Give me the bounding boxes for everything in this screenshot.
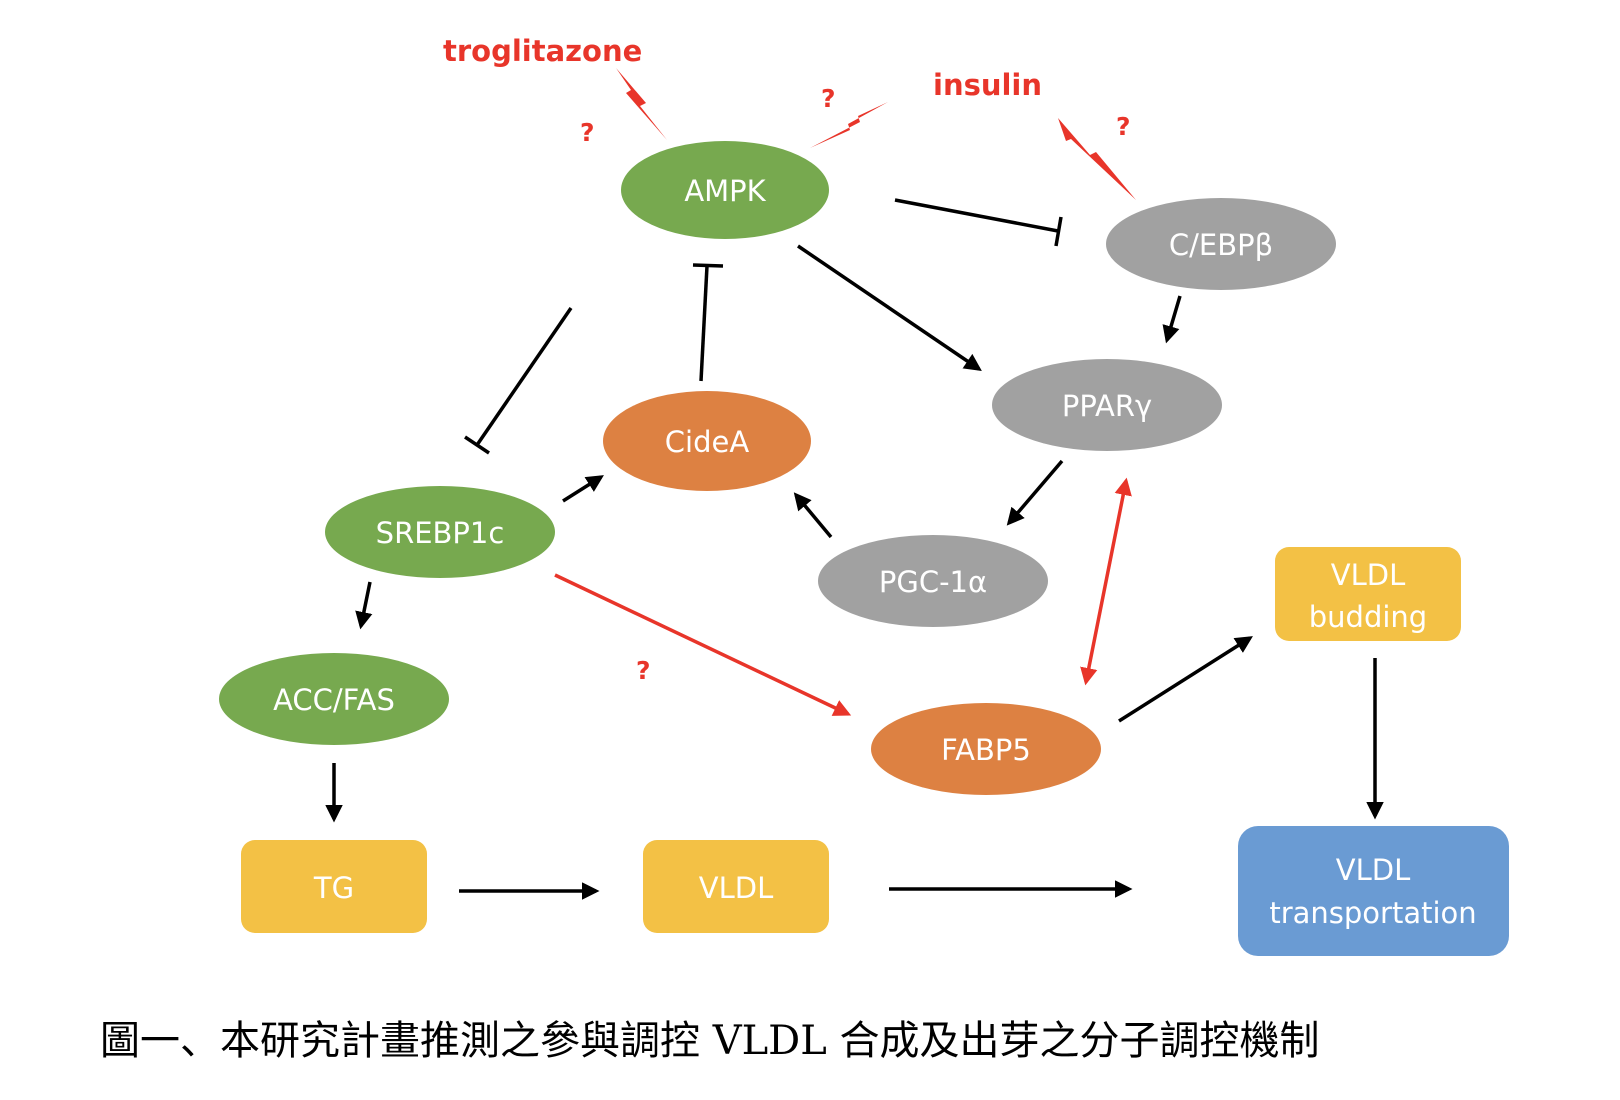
node-ppary-label: PPARγ xyxy=(1062,389,1152,423)
edge-srebp1c-to-accfas xyxy=(355,581,373,630)
troglitazone-bolt-icon xyxy=(616,68,667,140)
edge-ampk-inhibits-srebp1c xyxy=(475,307,573,446)
node-vldl-label: VLDL xyxy=(699,871,773,905)
node-vldl-transportation: VLDL transportation xyxy=(1238,826,1509,956)
node-cebpb: C/EBPβ xyxy=(1106,198,1336,290)
edge-ampk-inhibits-srebp1c-bar xyxy=(464,435,490,455)
node-ampk: AMPK xyxy=(621,141,829,239)
question-mark-1: ? xyxy=(580,118,595,147)
question-mark-4: ? xyxy=(636,656,651,685)
node-cidea-label: CideA xyxy=(665,425,750,459)
figure-caption: 圖一、本研究計畫推測之參與調控 VLDL 合成及出芽之分子調控機制 xyxy=(100,1018,1320,1064)
node-ampk-label: AMPK xyxy=(684,174,766,208)
edge-ppary-fabp5-bidirectional xyxy=(1080,477,1132,686)
node-cidea: CideA xyxy=(603,391,811,491)
edge-ampk-to-ppary xyxy=(797,244,982,371)
question-mark-2: ? xyxy=(821,84,836,113)
node-tg: TG xyxy=(241,840,427,933)
edge-ppary-to-pgc1a xyxy=(1006,459,1064,526)
node-pgc1a: PGC-1α xyxy=(818,535,1048,627)
node-vldl-budding-line2: budding xyxy=(1309,600,1427,634)
edge-ampk-inhibits-cebpb xyxy=(894,198,1059,233)
node-vldl-transportation-line1: VLDL xyxy=(1336,853,1410,887)
node-vldl-transportation-line2: transportation xyxy=(1269,896,1476,930)
node-accfas-label: ACC/FAS xyxy=(273,683,395,717)
edge-cidea-inhibits-ampk-bar xyxy=(692,263,724,268)
node-fabp5-label: FABP5 xyxy=(941,733,1031,767)
question-mark-3: ? xyxy=(1116,112,1131,141)
edge-cebpb-to-ppary xyxy=(1162,295,1182,344)
edge-cidea-inhibits-ampk xyxy=(699,265,709,382)
insulin-label: insulin xyxy=(933,68,1042,102)
node-tg-label: TG xyxy=(313,871,354,905)
node-vldl-budding: VLDL budding xyxy=(1275,547,1461,641)
node-ppary: PPARγ xyxy=(992,359,1222,451)
edge-pgc1a-to-cidea xyxy=(793,492,833,539)
edge-srebp1c-to-fabp5 xyxy=(554,573,852,716)
node-vldl: VLDL xyxy=(643,840,829,933)
node-pgc1a-label: PGC-1α xyxy=(879,565,987,599)
edge-srebp1c-to-cidea xyxy=(562,475,604,503)
node-vldl-budding-line1: VLDL xyxy=(1331,558,1405,592)
insulin-bolt-icon xyxy=(1058,118,1136,200)
ampk-bolt-icon xyxy=(810,102,888,148)
node-srebp1c: SREBP1c xyxy=(325,486,555,578)
node-cebpb-label: C/EBPβ xyxy=(1169,228,1273,262)
node-accfas: ACC/FAS xyxy=(219,653,449,745)
troglitazone-label: troglitazone xyxy=(443,34,642,68)
node-fabp5: FABP5 xyxy=(871,703,1101,795)
node-srebp1c-label: SREBP1c xyxy=(376,516,505,550)
edge-ampk-inhibits-cebpb-bar xyxy=(1054,216,1063,247)
edge-fabp5-to-vldl-budding xyxy=(1118,636,1253,723)
